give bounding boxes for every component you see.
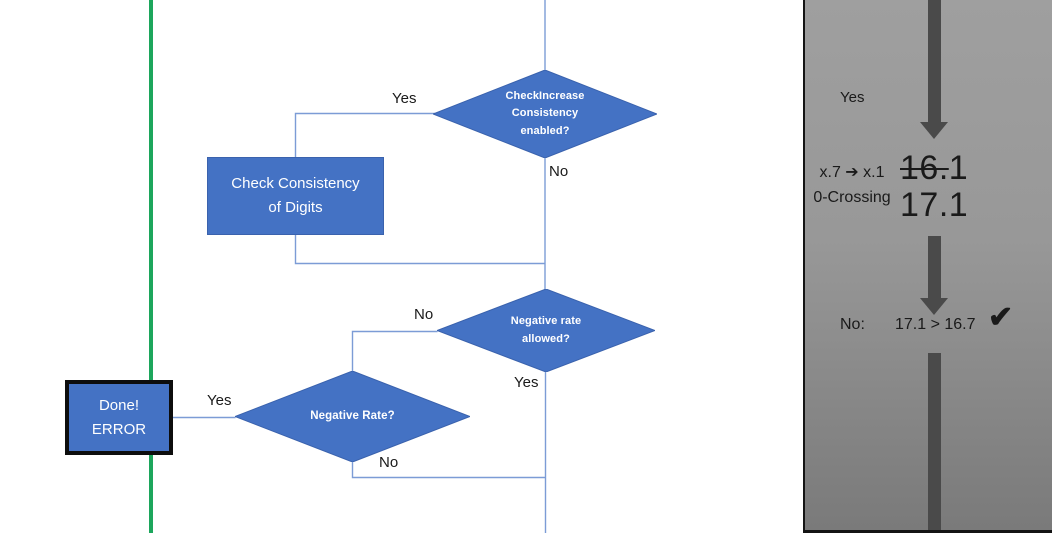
timeline-green-line [149,0,153,533]
decision-negative-rate: Negative Rate? [235,371,470,462]
branch-label-no: No [379,454,399,471]
branch-label-no: No [414,306,434,323]
down-arrow-shaft [928,236,941,298]
transition-rule: x.7 ➔ x.1 [819,164,885,181]
terminal-done-error: Done! ERROR [65,380,173,455]
branch-label-yes: Yes [207,392,232,409]
branch-label-yes: Yes [514,374,539,391]
diamond-shape [433,70,657,158]
diamond-shape [235,371,470,462]
down-arrow-shaft [928,353,941,530]
down-arrow-shaft [928,0,941,122]
decision-label: Negative Rate? [310,409,395,422]
down-arrow-head-icon [920,122,948,139]
decision-negative-rate-allowed: Negative rate allowed? [437,289,655,372]
result-comparison: 17.1 > 16.7 [895,316,976,333]
connector-process-return [294,235,545,265]
transition-annotation: x.7 ➔ x.1 0-Crossing [805,160,899,210]
value-comparison-numbers: 16.1 17.1 [900,150,968,224]
branch-label-yes: Yes [392,90,417,107]
example-trace-panel: Yes x.7 ➔ x.1 0-Crossing 16.1 17.1 No: 1… [803,0,1052,533]
branch-label-no: No [549,163,569,180]
new-value: 17.1 [900,186,969,224]
down-arrow-head-icon [920,298,948,315]
checkmark-icon: ✔ [988,301,1014,334]
diamond-shape [437,289,655,372]
transition-name: 0-Crossing [813,189,891,206]
old-value-rest: 1 [948,149,969,187]
panel-yes-label: Yes [840,89,865,106]
process-check-consistency-of-digits: Check Consistency of Digits [207,157,384,235]
connector-no-to-negative-rate [351,330,438,372]
connector-yes-to-process [294,112,435,157]
decision-check-increase-consistency: CheckIncrease Consistency enabled? [433,70,657,158]
decision-label: Negative rate allowed? [510,315,582,345]
result-no-label: No: [840,316,865,333]
old-value-struck: 16. [900,149,949,187]
decision-label: CheckIncrease Consistency enabled? [505,90,585,137]
old-value: 16.1 [900,150,968,187]
